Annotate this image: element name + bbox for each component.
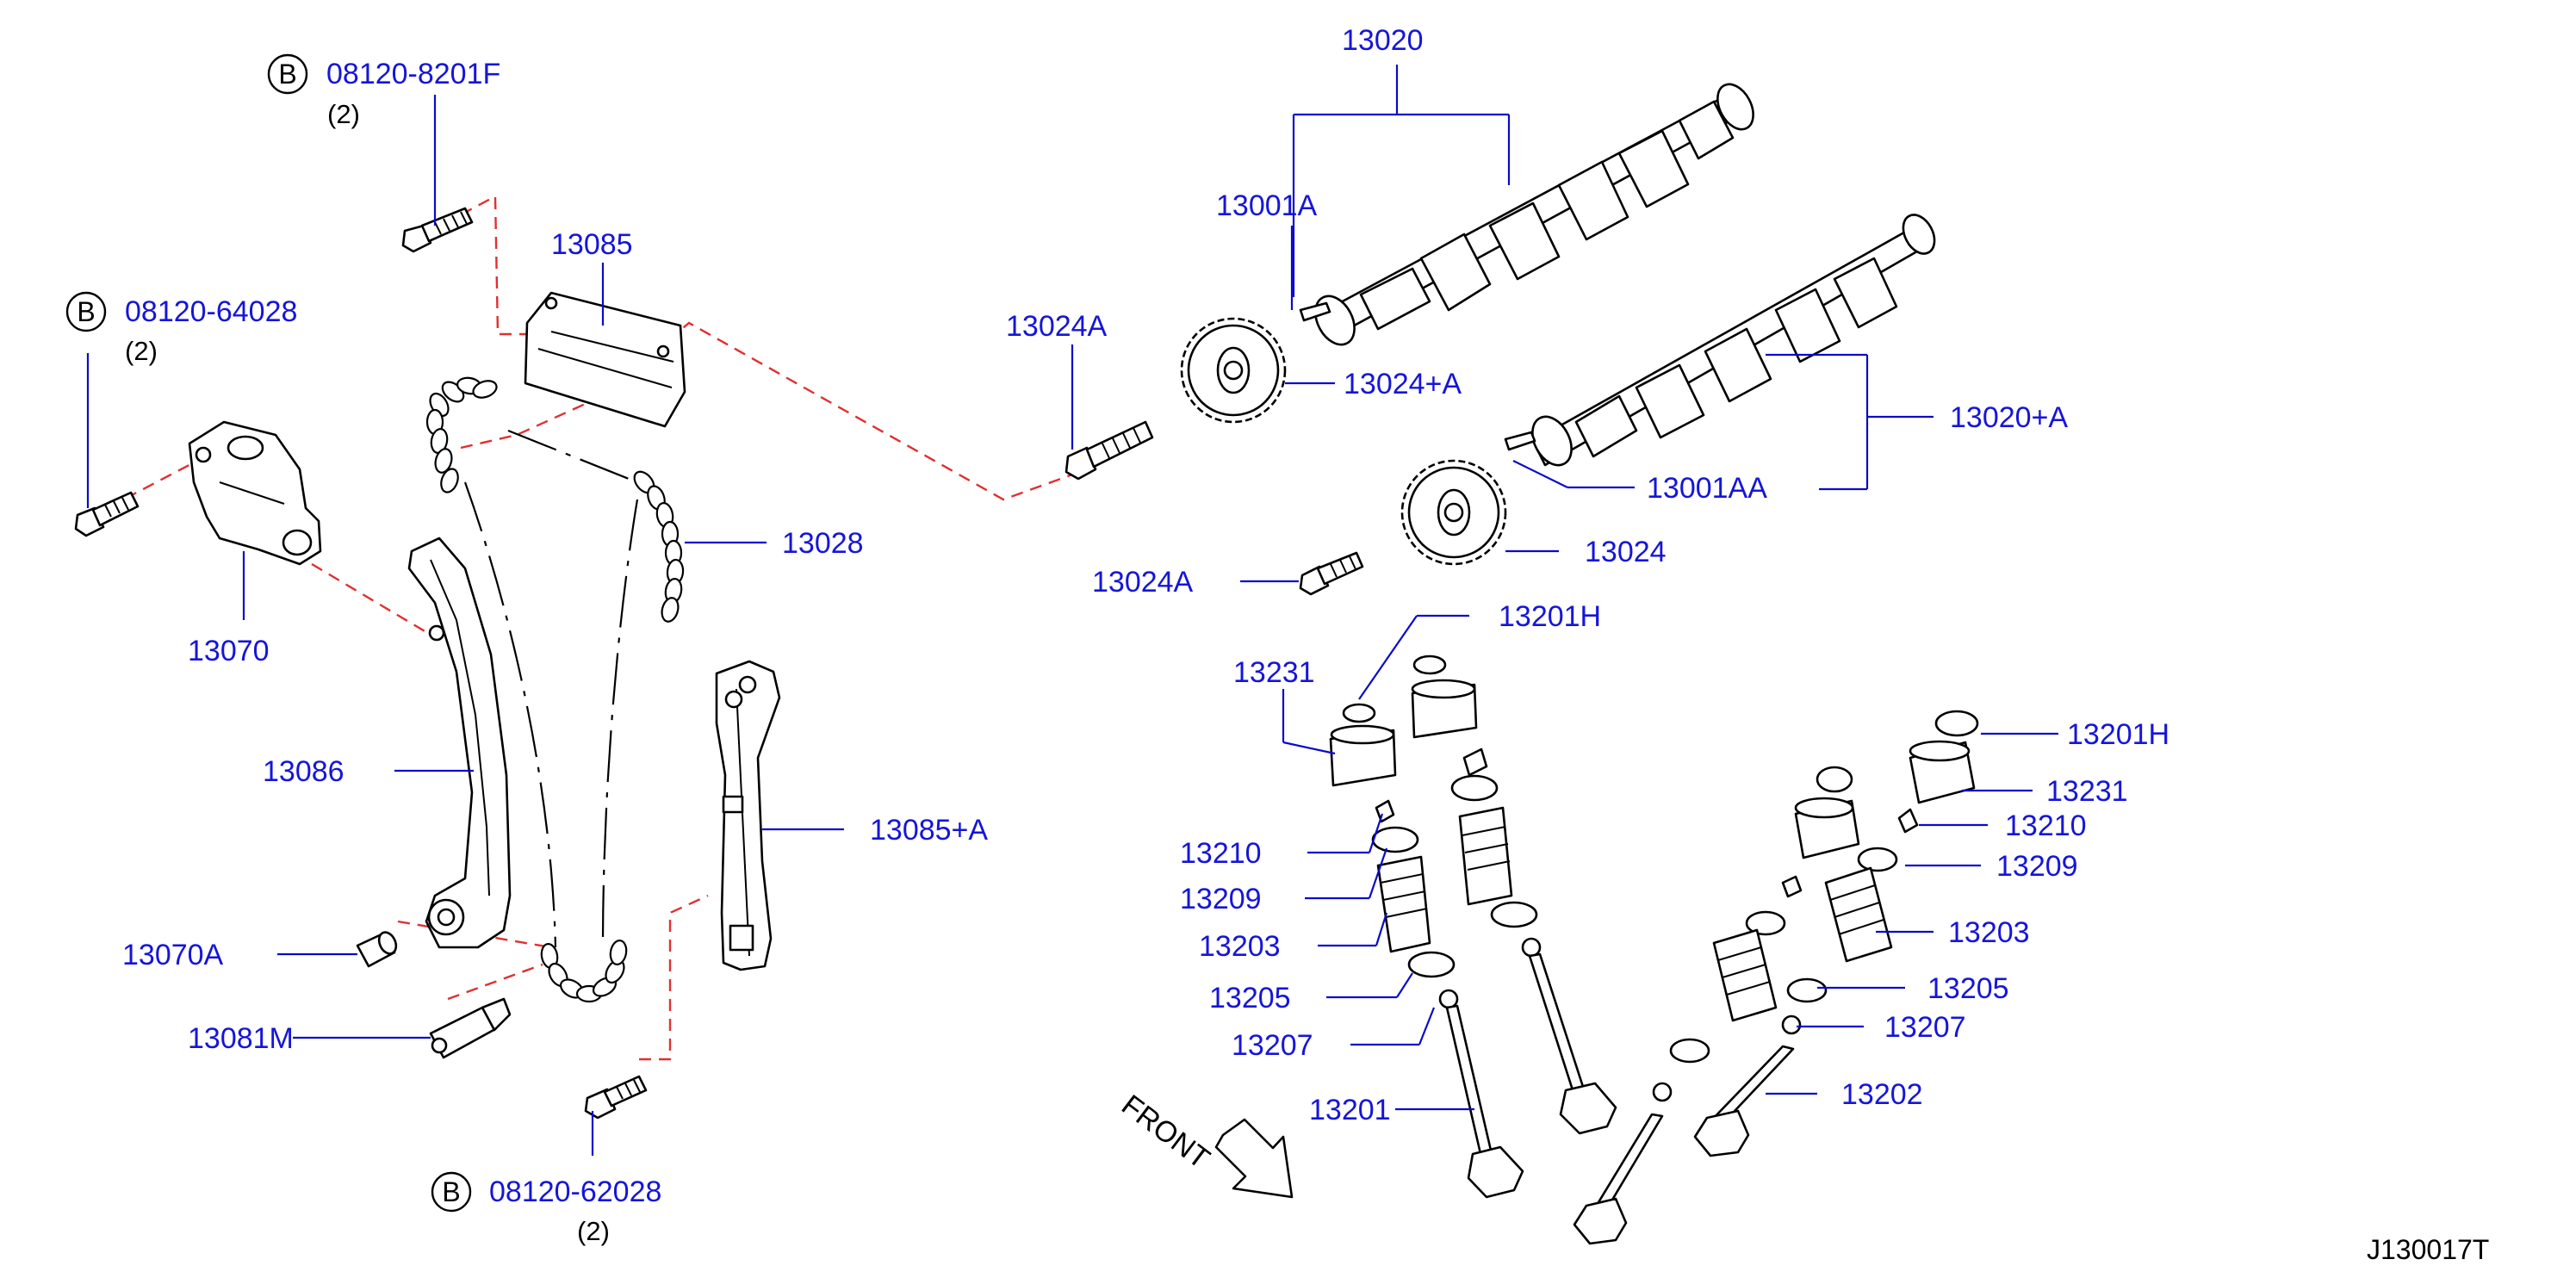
camshaft-13020 — [1299, 83, 1754, 346]
label-13210-left: 13210 — [1180, 837, 1262, 870]
label-13201H-left: 13201H — [1499, 600, 1601, 633]
label-13207-right: 13207 — [1884, 1011, 1966, 1044]
label-13209-right: 13209 — [1996, 850, 2078, 883]
bolt-marker-b: B — [77, 296, 95, 327]
bolt-callout-08120-64028: B 08120-64028 (2) — [65, 291, 297, 366]
label-13086: 13086 — [263, 755, 345, 788]
valve-set-middle — [1411, 655, 1617, 1135]
bolt-qty: (2) — [327, 99, 360, 129]
front-label: FRONT — [1115, 1089, 1215, 1176]
label-13024: 13024 — [1585, 536, 1667, 568]
bolt-marker-b: B — [278, 59, 296, 90]
label-13070A: 13070A — [122, 939, 224, 971]
label-13024A-lower: 13024A — [1092, 566, 1194, 599]
front-direction-arrow — [1214, 1118, 1294, 1199]
label-13201: 13201 — [1309, 1094, 1391, 1126]
bolt-number-08120-64028: 08120-64028 — [125, 295, 297, 328]
bolt-08120-64028 — [74, 491, 140, 537]
bolt-13024A-top — [1065, 420, 1154, 481]
bolt-marker-b: B — [442, 1176, 460, 1207]
diagram-code: J130017T — [2367, 1234, 2489, 1265]
sprocket-13024 — [1400, 459, 1507, 566]
label-13203-left: 13203 — [1199, 930, 1281, 963]
label-13202: 13202 — [1841, 1078, 1923, 1111]
part-number-labels: 13020 13001A 13085 13024A 13024+A 13020+… — [122, 24, 2169, 1126]
label-13024A-top: 13024A — [1006, 310, 1108, 343]
side-chain-guide-13085pA — [715, 660, 781, 971]
valve-set-right-b — [1693, 710, 1979, 1157]
reference-lines — [90, 195, 1088, 1061]
bolt-qty: (2) — [125, 336, 158, 366]
camshaft-13020pA — [1504, 214, 1936, 467]
label-13201H-right: 13201H — [2067, 718, 2169, 751]
leader-lines — [86, 65, 2058, 1156]
chain-tensioner-13070 — [188, 420, 322, 566]
label-13203-right: 13203 — [1948, 916, 2030, 949]
bolt-number-08120-8201F: 08120-8201F — [326, 58, 500, 90]
valve-set-right-a — [1573, 766, 1860, 1245]
label-13085pA: 13085+A — [870, 814, 988, 847]
upper-chain-guide-13085 — [524, 291, 686, 428]
label-13231-right: 13231 — [2046, 775, 2128, 808]
timing-chain-path — [463, 429, 639, 948]
label-13024pA: 13024+A — [1344, 368, 1462, 400]
label-13210-right: 13210 — [2005, 810, 2087, 842]
label-13085: 13085 — [551, 228, 633, 261]
valve-set-left — [1329, 703, 1524, 1199]
bolt-08120-62028 — [584, 1075, 648, 1120]
sprocket-13024pA — [1180, 317, 1287, 424]
label-13070: 13070 — [188, 635, 270, 667]
label-13205-right: 13205 — [1927, 972, 2009, 1005]
label-13028: 13028 — [782, 527, 864, 560]
bolt-callout-08120-8201F: B 08120-8201F (2) — [267, 53, 500, 129]
label-13020pA: 13020+A — [1950, 401, 2068, 434]
label-13231-left: 13231 — [1233, 656, 1315, 689]
label-13001A: 13001A — [1216, 189, 1318, 222]
bolt-number-08120-62028: 08120-62028 — [489, 1176, 661, 1208]
timing-chain — [425, 376, 685, 1003]
pin-13070A — [356, 931, 398, 968]
plunger-13081M — [429, 997, 512, 1059]
bolt-callout-08120-62028: B 08120-62028 (2) — [431, 1171, 661, 1246]
label-13081M: 13081M — [188, 1022, 294, 1055]
bolt-qty: (2) — [577, 1216, 610, 1246]
label-13205-left: 13205 — [1209, 982, 1291, 1014]
label-13207-left: 13207 — [1232, 1029, 1313, 1062]
label-13001AA: 13001AA — [1647, 472, 1767, 505]
bolt-13024A-lower — [1299, 551, 1364, 596]
label-13020: 13020 — [1342, 24, 1424, 57]
bolt-08120-8201F — [401, 207, 474, 253]
tensioner-arm-13086 — [407, 537, 512, 949]
label-13209-left: 13209 — [1180, 883, 1262, 915]
